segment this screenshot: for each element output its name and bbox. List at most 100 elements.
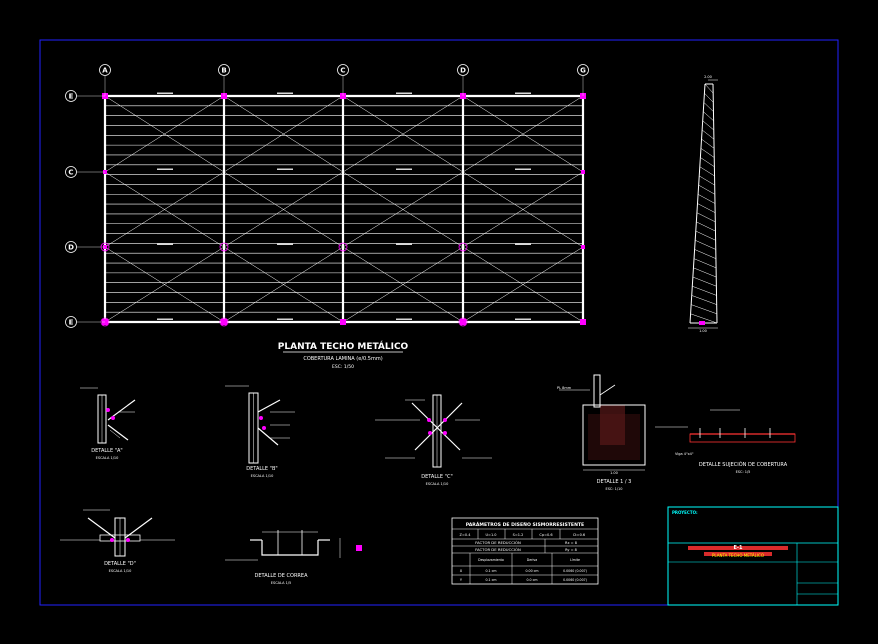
column-marker (340, 319, 346, 325)
column-marker (580, 319, 586, 325)
plan-title: PLANTA TECHO METÁLICO (278, 340, 409, 352)
title-block[interactable] (667, 506, 839, 606)
detail-callout (100, 317, 110, 327)
brace-line (223, 95, 344, 173)
detail-callout (338, 242, 348, 252)
beam-tag (157, 168, 173, 170)
brace-line (104, 171, 225, 248)
sheet-border (39, 39, 839, 606)
beam-tag (515, 318, 531, 320)
truss-web (691, 295, 717, 305)
table-title: PARÁMETROS DE DISEÑO SISMORRESISTENTE (466, 521, 584, 528)
truss-elevation[interactable] (688, 79, 718, 329)
truss-web (700, 157, 715, 167)
detail-b[interactable] (225, 385, 295, 464)
grid-bubble-label: A (102, 67, 108, 75)
table-r1c5: Ct=0.6 (573, 533, 585, 537)
grid-bubble (577, 64, 589, 76)
beam-tag (515, 168, 531, 170)
beam-tag (277, 92, 293, 94)
truss-web (701, 138, 715, 149)
brace-line (462, 171, 584, 248)
truss-web (690, 313, 718, 324)
pl-label: PL 8mm (557, 386, 572, 390)
detail-c-title: DETALLE "C" (421, 474, 453, 480)
table-r2c1: X (460, 569, 463, 573)
detail-purlin[interactable] (225, 530, 362, 561)
detail-footing[interactable]: 1.00 PL 8mm (557, 374, 646, 475)
grid-bubble-label: C (68, 169, 73, 177)
detail-a-scale: ESCALA 1/10 (96, 456, 119, 460)
title-plano-name: PLANTA TECHO METÁLICO (712, 553, 764, 558)
detail-callout (219, 317, 229, 327)
table-r3c2: 0.1 cm (486, 578, 497, 582)
seismic-table[interactable] (451, 517, 599, 585)
detail-c[interactable] (375, 394, 492, 468)
table-r3c4: 0.0060 (0.007) (563, 578, 587, 582)
detail-footing-title: DETALLE 1 / 3 (597, 479, 632, 485)
table-r1c3: S=1.2 (513, 533, 524, 537)
detail-d-scale: ESCALA 1/10 (109, 569, 132, 573)
grid-bubble-label: E (69, 93, 74, 101)
truss-web (699, 175, 715, 186)
beam-tag (515, 92, 531, 94)
truss-web (703, 102, 714, 112)
truss-web (704, 83, 714, 94)
detail-footing-scale: ESC: 1/10 (605, 487, 622, 491)
plan-scale: ESC: 1/50 (332, 364, 354, 370)
grid-bubble (65, 316, 77, 328)
detail-b-scale: ESCALA 1/10 (251, 474, 274, 478)
truss-web (700, 148, 715, 158)
brace-line (462, 95, 584, 173)
truss-web (691, 304, 717, 315)
table-r3c3: 0.0 cm (527, 578, 538, 582)
detail-callout (100, 242, 110, 252)
truss-web (702, 120, 714, 131)
truss-web (703, 111, 714, 121)
table-factor2-label: FACTOR DE REDUCCIÓN (475, 547, 521, 552)
table-r1c4: Cp=0.6 (539, 533, 552, 537)
brace-line (223, 246, 344, 323)
grid-bubble (99, 64, 111, 76)
truss-web (693, 267, 717, 278)
grid-bubble-label: D (68, 244, 74, 252)
column-marker (221, 319, 227, 325)
table-h3: Límite (570, 558, 580, 562)
brace-line (342, 246, 464, 323)
svg-text:1.00: 1.00 (610, 471, 618, 475)
beam-tag (277, 168, 293, 170)
truss-web (695, 230, 716, 241)
truss-web (697, 203, 716, 213)
detail-callout (458, 317, 468, 327)
plan-subtitle: COBERTURA LAMINA (e/0.5mm) (303, 356, 382, 362)
truss-web (692, 285, 717, 296)
table-r2c3: 0.00 cm (526, 569, 539, 573)
table-h2: Deriva (527, 558, 537, 562)
truss-web (704, 93, 714, 103)
detail-cover-fixing[interactable]: Viga 4"x4" (655, 409, 796, 456)
beam-tag (396, 168, 412, 170)
beam-tag (277, 318, 293, 320)
column-marker (581, 170, 585, 174)
detail-cover-title: DETALLE SUJECIÓN DE COBERTURA (699, 461, 788, 468)
brace-line (462, 246, 584, 323)
grid-bubble (457, 64, 469, 76)
brace-line (104, 95, 225, 173)
detail-purlin-scale: ESCALA 1/5 (271, 581, 291, 585)
truss-web (698, 184, 715, 195)
detail-d[interactable] (60, 509, 175, 557)
table-r2c2: 0.1 cm (486, 569, 497, 573)
beam-tag (157, 92, 173, 94)
truss-web (694, 249, 717, 259)
table-h1: Desplazamiento (478, 558, 504, 562)
truss-web (693, 258, 717, 269)
grid-bubble-label: C (340, 67, 345, 75)
brace-line (223, 171, 344, 248)
beam-tag (396, 243, 412, 245)
detail-a[interactable] (80, 387, 136, 444)
truss-web (697, 194, 716, 204)
detail-a-title: DETALLE "A" (91, 448, 122, 454)
table-r1c1: Z=0.4 (460, 533, 472, 537)
